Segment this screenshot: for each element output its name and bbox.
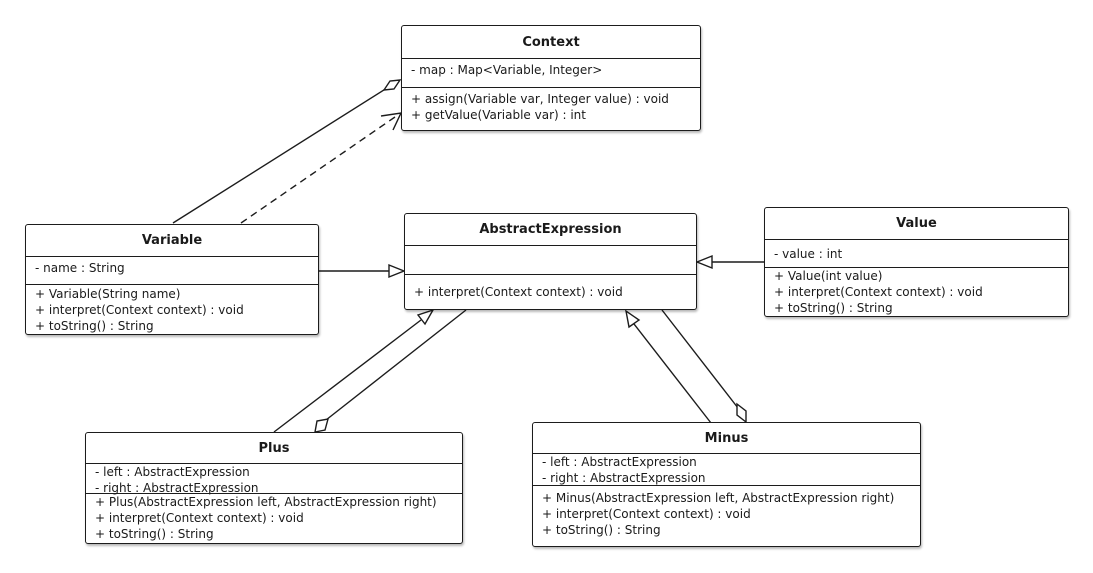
methods-section: + Variable(String name) + interpret(Cont… (26, 285, 318, 334)
class-abstract-expression[interactable]: AbstractExpression + interpret(Context c… (404, 213, 697, 310)
method-row: + Value(int value) (774, 269, 883, 283)
class-name: Minus (533, 423, 920, 454)
attribute-row: - right : AbstractExpression (95, 481, 259, 495)
attribute-row: - value : int (774, 247, 843, 261)
class-name: Context (402, 26, 700, 59)
edge-minus-abstract-generalization (624, 309, 712, 424)
methods-section: + interpret(Context context) : void (405, 275, 696, 309)
attributes-section: - name : String (26, 257, 318, 285)
class-name: Value (765, 208, 1068, 240)
methods-section: + Value(int value) + interpret(Context c… (765, 268, 1068, 316)
methods-section: + Plus(AbstractExpression left, Abstract… (86, 494, 462, 543)
method-row: + Minus(AbstractExpression left, Abstrac… (542, 491, 895, 505)
class-name: AbstractExpression (405, 214, 696, 246)
method-row: + toString() : String (35, 319, 154, 333)
class-plus[interactable]: Plus - left : AbstractExpression - right… (85, 432, 463, 544)
class-minus[interactable]: Minus - left : AbstractExpression - righ… (532, 422, 921, 547)
method-row: + interpret(Context context) : void (774, 285, 983, 299)
method-row: + toString() : String (542, 523, 661, 537)
edge-minus-abstract-aggregation (661, 309, 747, 424)
attributes-section: - left : AbstractExpression - right : Ab… (533, 454, 920, 486)
method-row: + Variable(String name) (35, 287, 181, 301)
attribute-row: - left : AbstractExpression (95, 465, 250, 479)
attribute-row: - left : AbstractExpression (542, 455, 697, 469)
class-context[interactable]: Context - map : Map<Variable, Integer> +… (401, 25, 701, 131)
attribute-row: - map : Map<Variable, Integer> (411, 63, 603, 77)
class-variable[interactable]: Variable - name : String + Variable(Stri… (25, 224, 319, 335)
attributes-section: - left : AbstractExpression - right : Ab… (86, 464, 462, 495)
edge-plus-abstract-generalization (273, 308, 435, 433)
attributes-section: - map : Map<Variable, Integer> (402, 59, 700, 88)
method-row: + assign(Variable var, Integer value) : … (411, 92, 669, 106)
method-row: + interpret(Context context) : void (542, 507, 751, 521)
method-row: + interpret(Context context) : void (414, 285, 623, 299)
edge-variable-context-aggregation (172, 79, 402, 224)
edge-value-abstract-generalization (695, 254, 764, 270)
edge-plus-abstract-aggregation (314, 309, 467, 433)
method-row: + interpret(Context context) : void (95, 511, 304, 525)
class-name: Variable (26, 225, 318, 257)
attributes-section (405, 246, 696, 275)
attributes-section: - value : int (765, 240, 1068, 268)
method-row: + Plus(AbstractExpression left, Abstract… (95, 495, 437, 509)
class-name: Plus (86, 433, 462, 464)
methods-section: + Minus(AbstractExpression left, Abstrac… (533, 486, 920, 546)
attribute-row: - name : String (35, 261, 125, 275)
class-value[interactable]: Value - value : int + Value(int value) +… (764, 207, 1069, 317)
methods-section: + assign(Variable var, Integer value) : … (402, 88, 700, 130)
method-row: + interpret(Context context) : void (35, 303, 244, 317)
attribute-row: - right : AbstractExpression (542, 471, 706, 485)
method-row: + toString() : String (774, 301, 893, 315)
method-row: + getValue(Variable var) : int (411, 108, 586, 122)
edge-variable-abstract-generalization (319, 263, 406, 279)
method-row: + toString() : String (95, 527, 214, 541)
